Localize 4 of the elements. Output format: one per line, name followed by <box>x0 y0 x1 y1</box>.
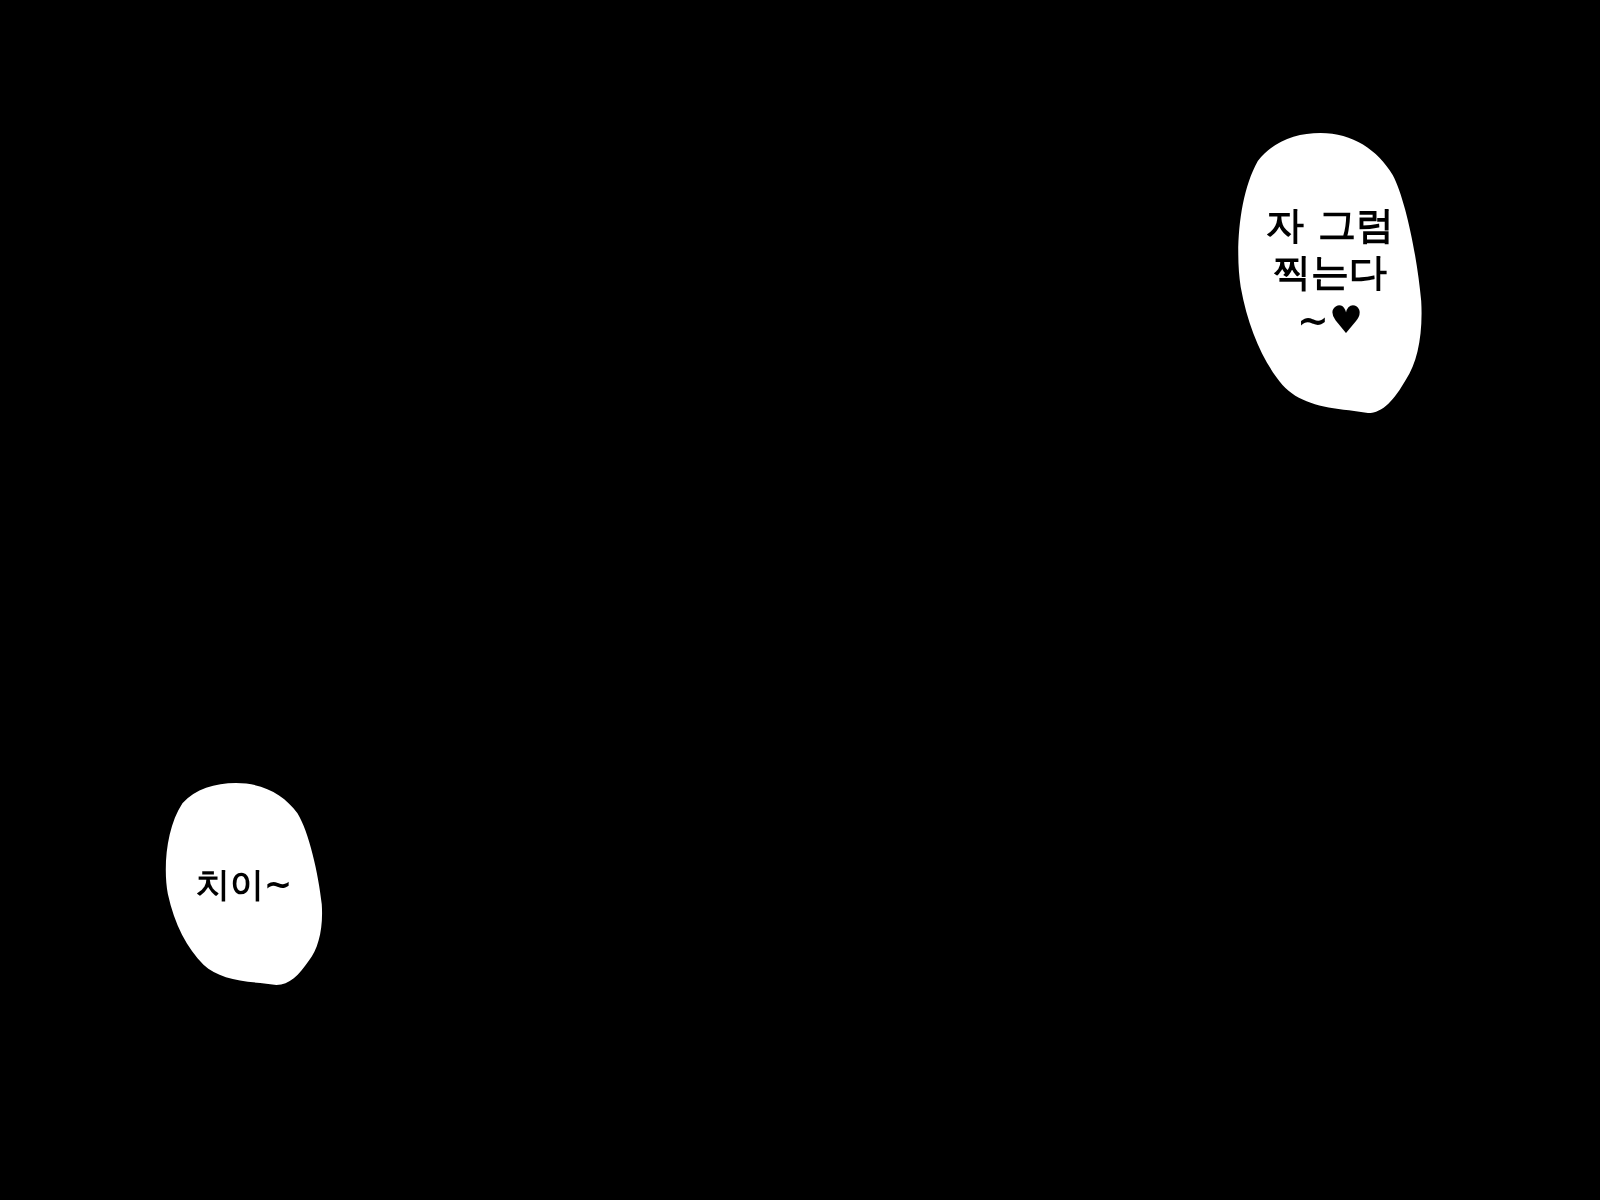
speech-bubble <box>163 783 325 985</box>
speech-text: 자 그럼 찍는다~♥ <box>1265 201 1395 344</box>
speech-bubble <box>1235 133 1425 413</box>
speech-text: 치이~ <box>195 862 293 906</box>
